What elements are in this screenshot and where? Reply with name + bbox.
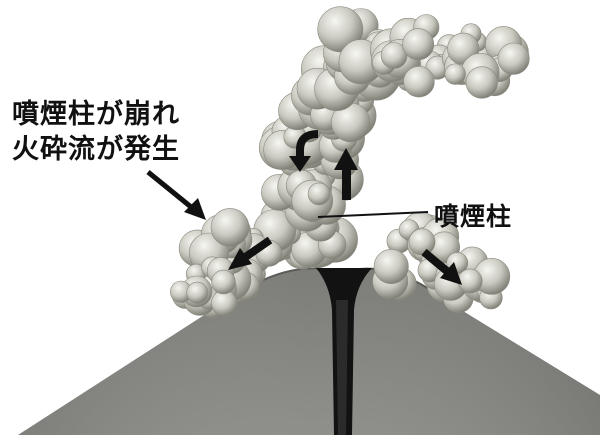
up-arrow bbox=[334, 148, 358, 200]
left-flow-arrow bbox=[228, 236, 273, 270]
pointer-arrow bbox=[146, 170, 206, 220]
volcano-mountain bbox=[18, 267, 600, 435]
cloud-puff bbox=[210, 208, 250, 247]
cloud-puff bbox=[457, 268, 483, 294]
collapse-annotation-line-2: 火砕流が発生 bbox=[12, 134, 180, 165]
cloud-puff bbox=[307, 182, 331, 206]
cloud-puff bbox=[402, 28, 435, 61]
cloud-puff bbox=[211, 269, 236, 295]
column-leader-line bbox=[317, 211, 429, 218]
right-flow-arrow bbox=[421, 248, 462, 285]
volcanic-vent bbox=[316, 268, 372, 435]
curved-down-arrow bbox=[289, 130, 319, 172]
cloud-puff bbox=[373, 249, 409, 285]
cloud-puff bbox=[497, 42, 530, 75]
cloud-puff bbox=[408, 228, 436, 256]
cloud-puff bbox=[444, 63, 466, 85]
cloud-puff bbox=[465, 66, 498, 99]
flow-arrows bbox=[146, 130, 462, 285]
cloud-puff bbox=[186, 281, 209, 304]
cloud-puff bbox=[317, 6, 364, 53]
eruption-column-label: 噴煙柱 bbox=[434, 202, 513, 231]
collapse-annotation-line-1: 噴煙柱が崩れ bbox=[12, 99, 180, 130]
cloud-puff bbox=[403, 65, 435, 98]
